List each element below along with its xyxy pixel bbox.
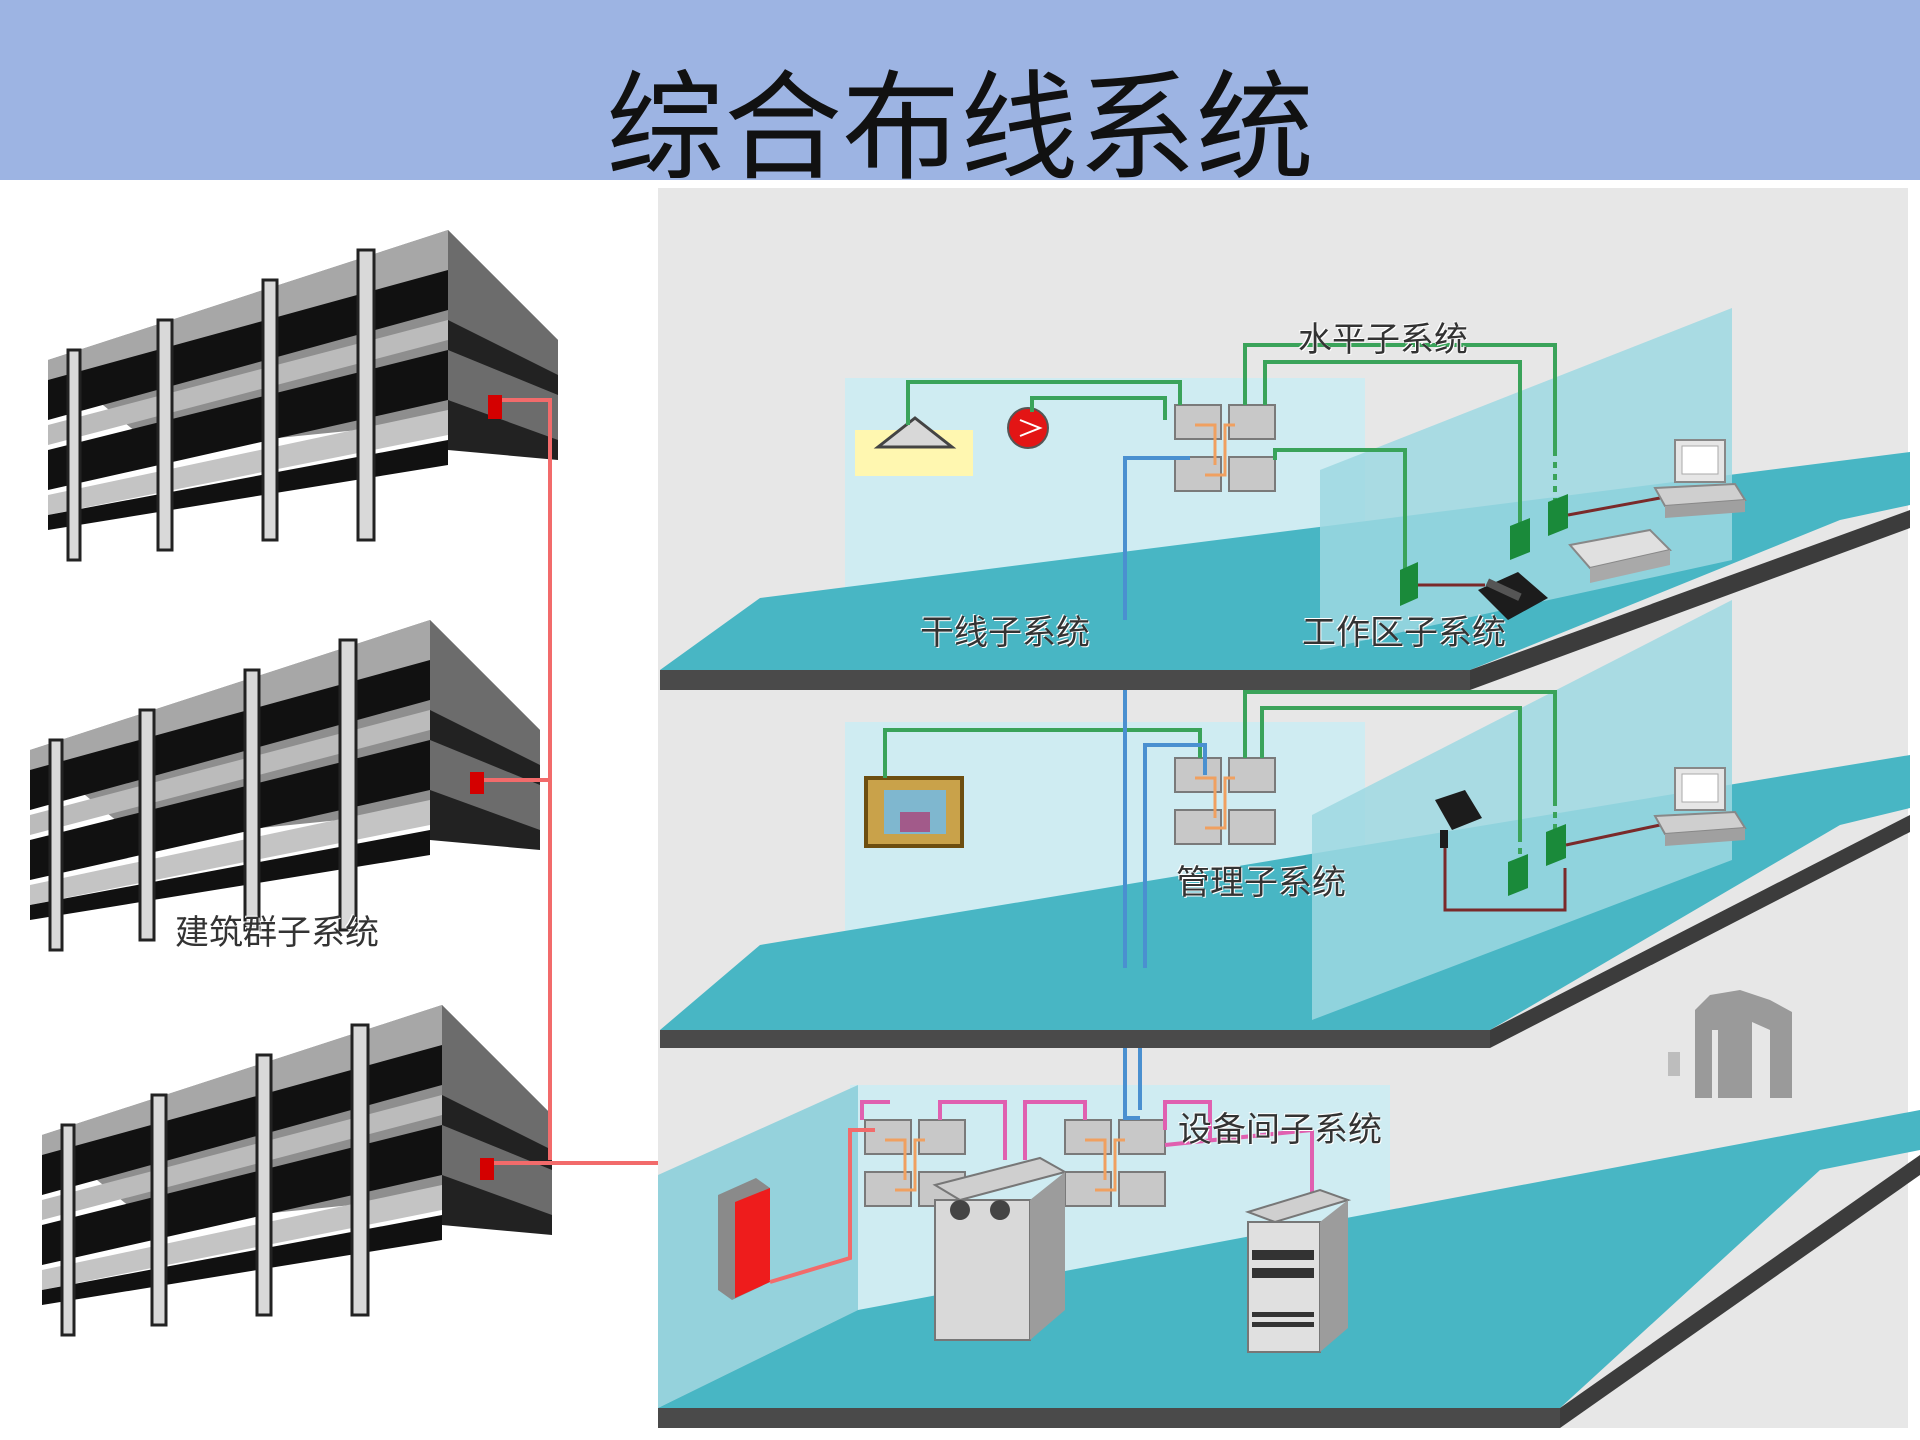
alarm-icon: [1007, 407, 1049, 449]
title-bar: [0, 0, 1920, 180]
building-icon: [40, 1003, 554, 1337]
page-title: 综合布线系统: [605, 59, 1314, 197]
label-work-area-subsystem: 工作区子系统: [1302, 613, 1506, 653]
telephone-icon: [1478, 572, 1548, 620]
backbone-cable: [1123, 456, 1207, 1120]
monitor-icon: [864, 776, 964, 848]
building-icon: [46, 228, 560, 562]
building-icon: [28, 618, 542, 952]
label-administration-subsystem: 管理子系统: [1176, 863, 1346, 903]
door-icon: [1668, 990, 1792, 1098]
label-horizontal-subsystem: 水平子系统: [1298, 320, 1468, 360]
label-backbone-subsystem: 干线子系统: [920, 613, 1090, 653]
entrance-protector-icon: [718, 1178, 770, 1300]
printer-icon: [1568, 528, 1672, 583]
pbx-icon: [932, 1156, 1068, 1341]
camera-icon: [1435, 790, 1482, 848]
label-building-group-subsystem: 建筑群子系统: [175, 913, 379, 953]
label-equipment-room-subsystem: 设备间子系统: [1178, 1110, 1382, 1150]
server-icon: [1244, 1188, 1352, 1353]
